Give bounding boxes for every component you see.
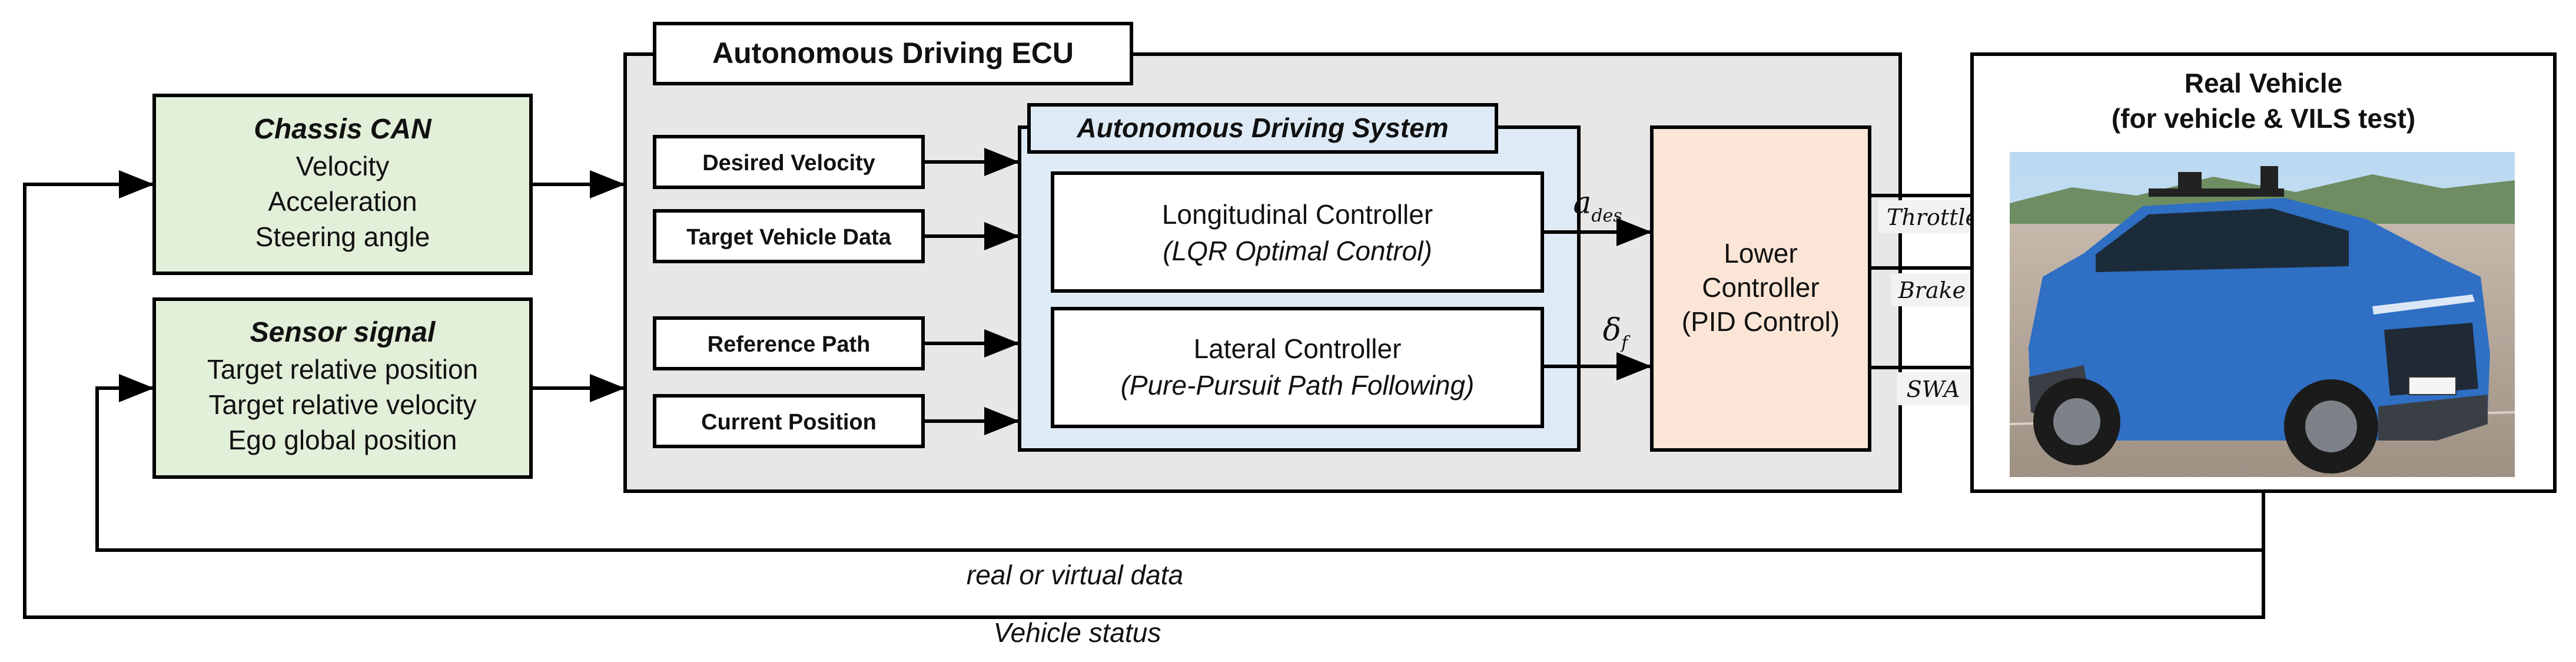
steer-signal-label: δf — [1603, 313, 1631, 353]
output-label-throttle: Throttle — [1878, 200, 1987, 233]
chassis-can-line-velocity: Velocity — [296, 151, 390, 181]
lower-controller-line-3: (PID Control) — [1682, 306, 1840, 337]
input-reference-path: Reference Path — [653, 316, 925, 370]
output-label-brake: Brake — [1891, 273, 1973, 306]
output-label-swa: SWA — [1897, 372, 1970, 405]
lateral-controller-method: (Pure-Pursuit Path Following) — [1121, 370, 1475, 400]
chassis-can-line-acceleration: Acceleration — [268, 186, 417, 217]
outer-feedback-loop — [23, 170, 2265, 619]
longitudinal-controller-block: Longitudinal Controller (LQR Optimal Con… — [1051, 171, 1544, 293]
input-target-vehicle-data-label: Target Vehicle Data — [686, 225, 892, 250]
sensor-line-ego-position: Ego global position — [228, 425, 457, 455]
input-reference-path-label: Reference Path — [708, 332, 871, 357]
lower-controller-line-1: Lower — [1724, 238, 1797, 269]
throttle-label: Throttle — [1887, 204, 1979, 230]
longitudinal-controller-method: (LQR Optimal Control) — [1163, 236, 1432, 266]
longitudinal-controller-name: Longitudinal Controller — [1162, 199, 1433, 230]
input-desired-velocity-label: Desired Velocity — [702, 151, 875, 176]
chassis-can-block: Chassis CAN Velocity Acceleration Steeri… — [152, 94, 533, 275]
lateral-controller-block: Lateral Controller (Pure-Pursuit Path Fo… — [1051, 307, 1544, 428]
accel-signal-base: a — [1573, 186, 1591, 221]
real-vehicle-subtitle: (for vehicle & VILS test) — [2112, 103, 2415, 134]
lower-controller-line-2: Controller — [1702, 272, 1819, 303]
ecu-title: Autonomous Driving ECU — [712, 37, 1074, 69]
sensor-signal-title: Sensor signal — [250, 317, 436, 348]
sensor-signal-block: Sensor signal Target relative position T… — [152, 297, 533, 479]
input-desired-velocity: Desired Velocity — [653, 135, 925, 189]
inner-feedback-label: real or virtual data — [967, 560, 1183, 590]
steer-signal-base: δ — [1603, 313, 1621, 348]
lateral-controller-name: Lateral Controller — [1194, 333, 1402, 364]
accel-signal-sub: des — [1591, 206, 1622, 226]
sensor-line-target-velocity: Target relative velocity — [208, 389, 476, 420]
chassis-can-line-steering: Steering angle — [255, 221, 430, 252]
chassis-can-title: Chassis CAN — [254, 114, 432, 145]
input-current-position: Current Position — [653, 394, 925, 448]
real-vehicle-title: Real Vehicle — [2185, 68, 2343, 98]
input-current-position-label: Current Position — [701, 410, 877, 435]
lower-controller-block: Lower Controller (PID Control) — [1650, 125, 1871, 452]
outer-feedback-label: Vehicle status — [994, 617, 1161, 648]
ads-title: Autonomous Driving System — [1076, 112, 1448, 143]
swa-label: SWA — [1907, 376, 1960, 402]
brake-label: Brake — [1898, 277, 1966, 303]
sensor-line-target-position: Target relative position — [207, 354, 478, 385]
accel-signal-label: ades — [1573, 186, 1622, 226]
inner-feedback-loop — [95, 374, 2265, 552]
vehicle-photo — [2009, 152, 2515, 477]
input-target-vehicle-data: Target Vehicle Data — [653, 209, 925, 263]
